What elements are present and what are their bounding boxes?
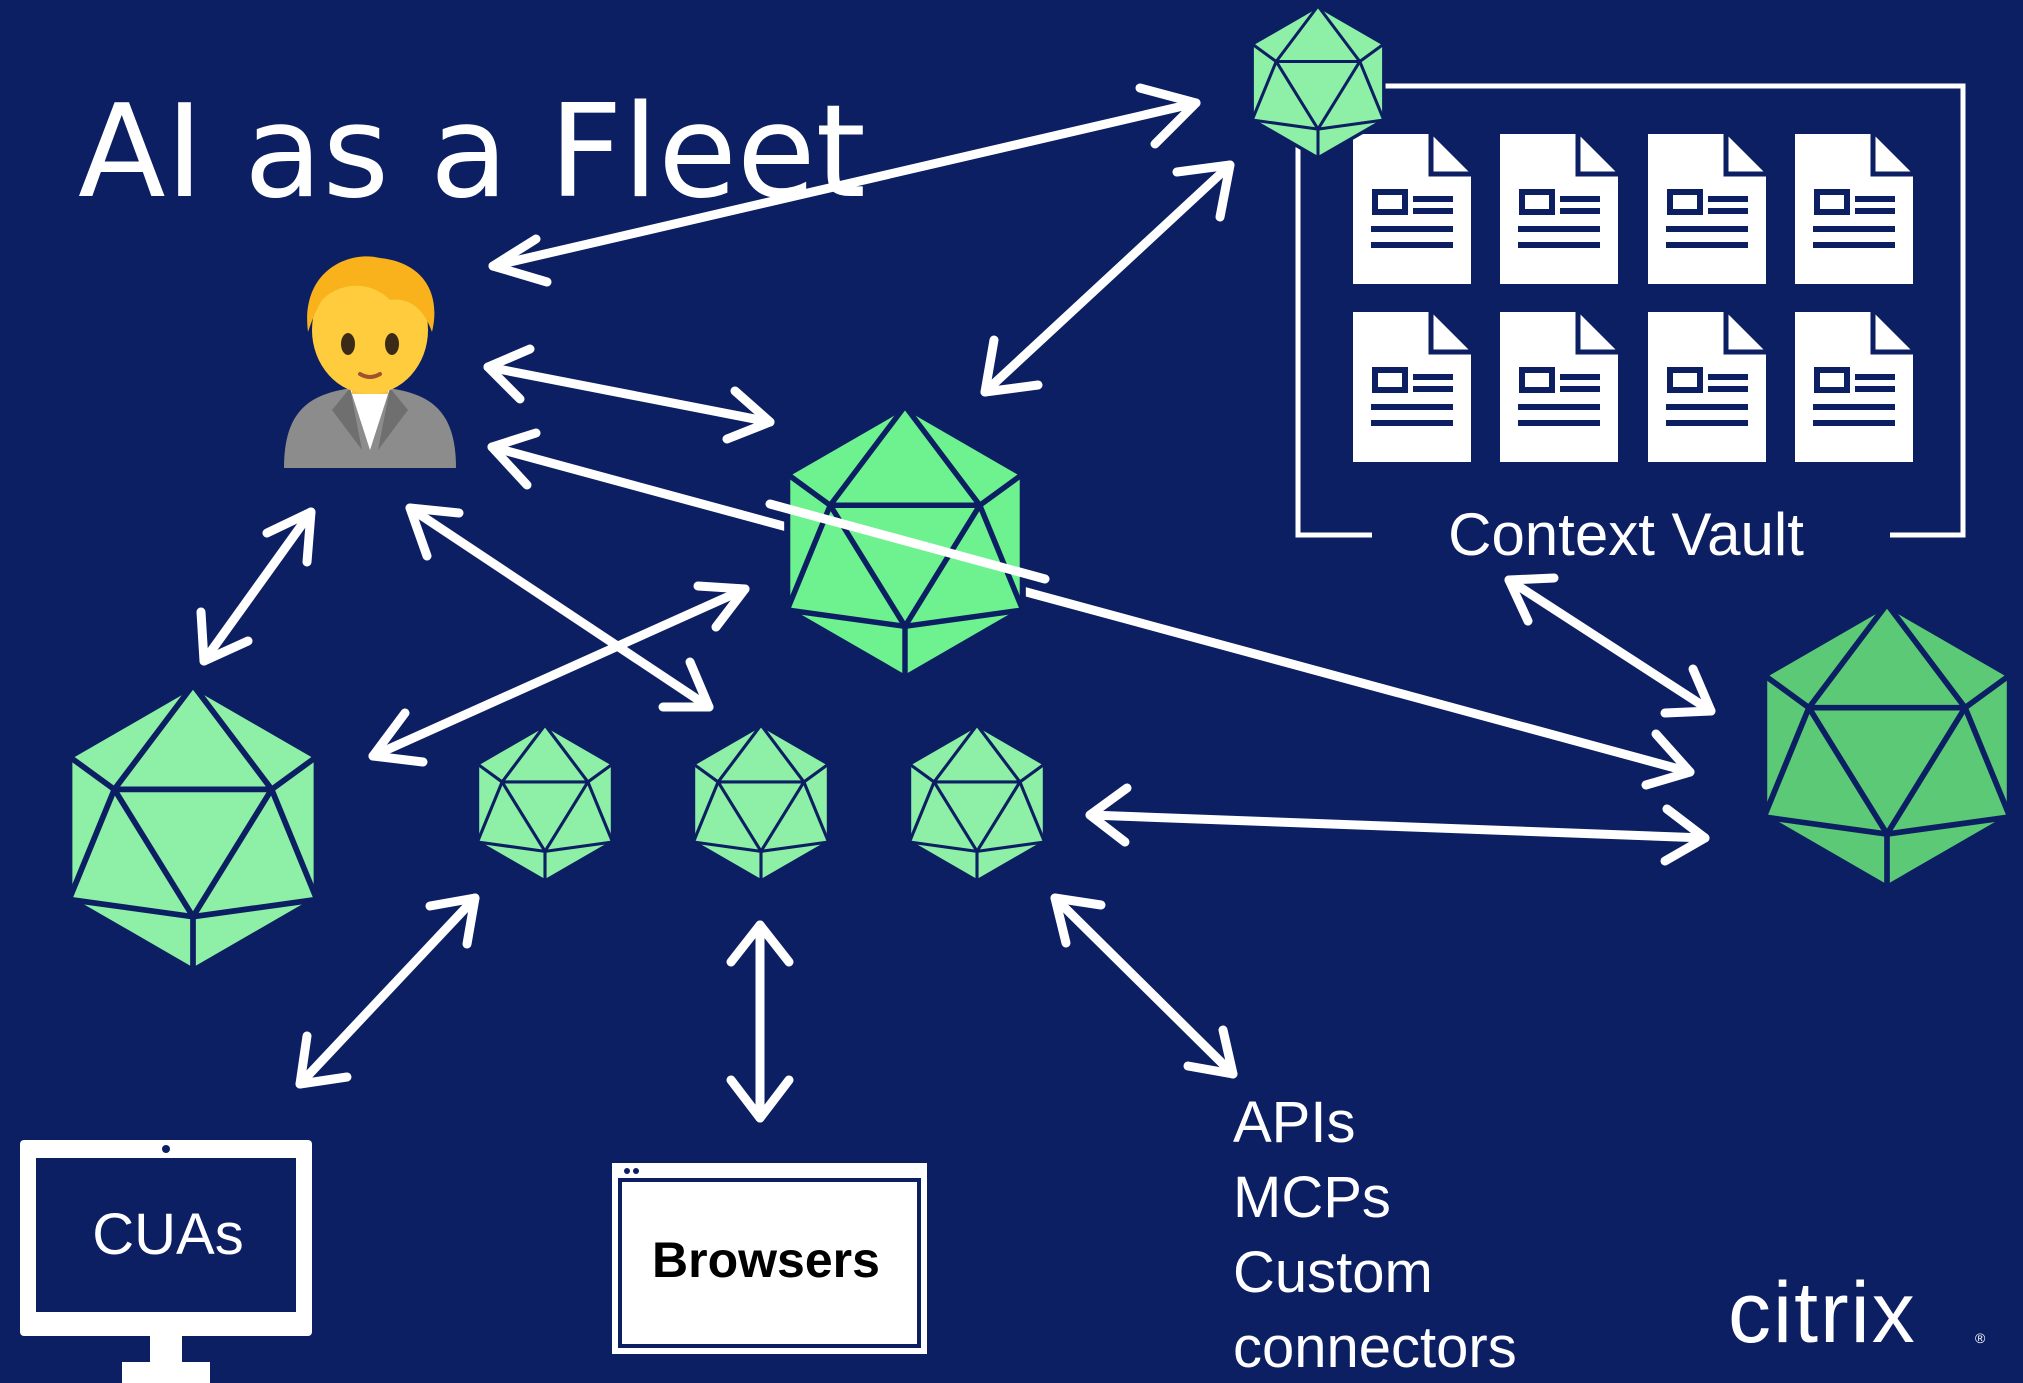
- document-icon: [1500, 134, 1618, 284]
- document-icon: [1795, 312, 1913, 462]
- mcps-label: MCPs: [1233, 1165, 1391, 1230]
- agent-icosahedron-small-1-icon: [477, 725, 612, 881]
- citrix-logo-text: citrix: [1728, 1265, 1917, 1361]
- agent-icosahedron-right-icon: [1764, 604, 2010, 888]
- arrow-person-small-agent: [405, 503, 714, 712]
- agent-icosahedron-left-icon: [69, 685, 317, 971]
- connectors-label: connectors: [1233, 1315, 1517, 1380]
- arrow-vault-right-agent: [1504, 573, 1716, 718]
- document-icon: [1353, 134, 1471, 284]
- arrow-small-agent-browsers: [726, 920, 794, 1123]
- arrow-small-agent-right-agent: [1085, 783, 1710, 866]
- context-vault: Context Vault: [1295, 83, 1966, 568]
- agent-icosahedron-small-3-icon: [909, 725, 1044, 881]
- arrow-small-agent-cuas: [295, 893, 480, 1089]
- context-vault-frame: [1295, 83, 1966, 538]
- browsers-label: Browsers: [652, 1232, 880, 1288]
- browser-window-icon: Browsers: [612, 1163, 927, 1354]
- arrow-person-central: [483, 344, 775, 444]
- registered-mark: ®: [1975, 1330, 1986, 1346]
- arrow-central-left-agent: [368, 581, 750, 767]
- arrow-person-top-agent: [488, 83, 1201, 287]
- arrow-person-right-agent-overlay: [765, 499, 1050, 584]
- document-icon: [1795, 134, 1913, 284]
- document-icon: [1648, 312, 1766, 462]
- monitor-icon: CUAs: [20, 1140, 312, 1383]
- document-icon: [1353, 312, 1471, 462]
- connection-arrows: [196, 83, 1716, 1123]
- citrix-logo: citrix ®: [1728, 1265, 1986, 1361]
- agent-icosahedron-small-2-icon: [693, 725, 828, 881]
- custom-label: Custom: [1233, 1240, 1433, 1305]
- context-vault-label: Context Vault: [1448, 501, 1804, 568]
- document-icon: [1648, 134, 1766, 284]
- arrow-person-right-agent: [487, 428, 1695, 790]
- page-title: AI as a Fleet: [78, 78, 866, 227]
- arrow-person-left-agent: [196, 507, 316, 666]
- cuas-label: CUAs: [92, 1202, 243, 1267]
- person-emoji-icon: [284, 256, 456, 468]
- apis-label: APIs: [1233, 1090, 1356, 1155]
- arrow-top-agent-central: [980, 160, 1235, 397]
- arrow-small-agent-apis: [1050, 893, 1238, 1079]
- apis-label-group: APIs MCPs Custom connectors: [1233, 1090, 1517, 1380]
- document-icon: [1500, 312, 1618, 462]
